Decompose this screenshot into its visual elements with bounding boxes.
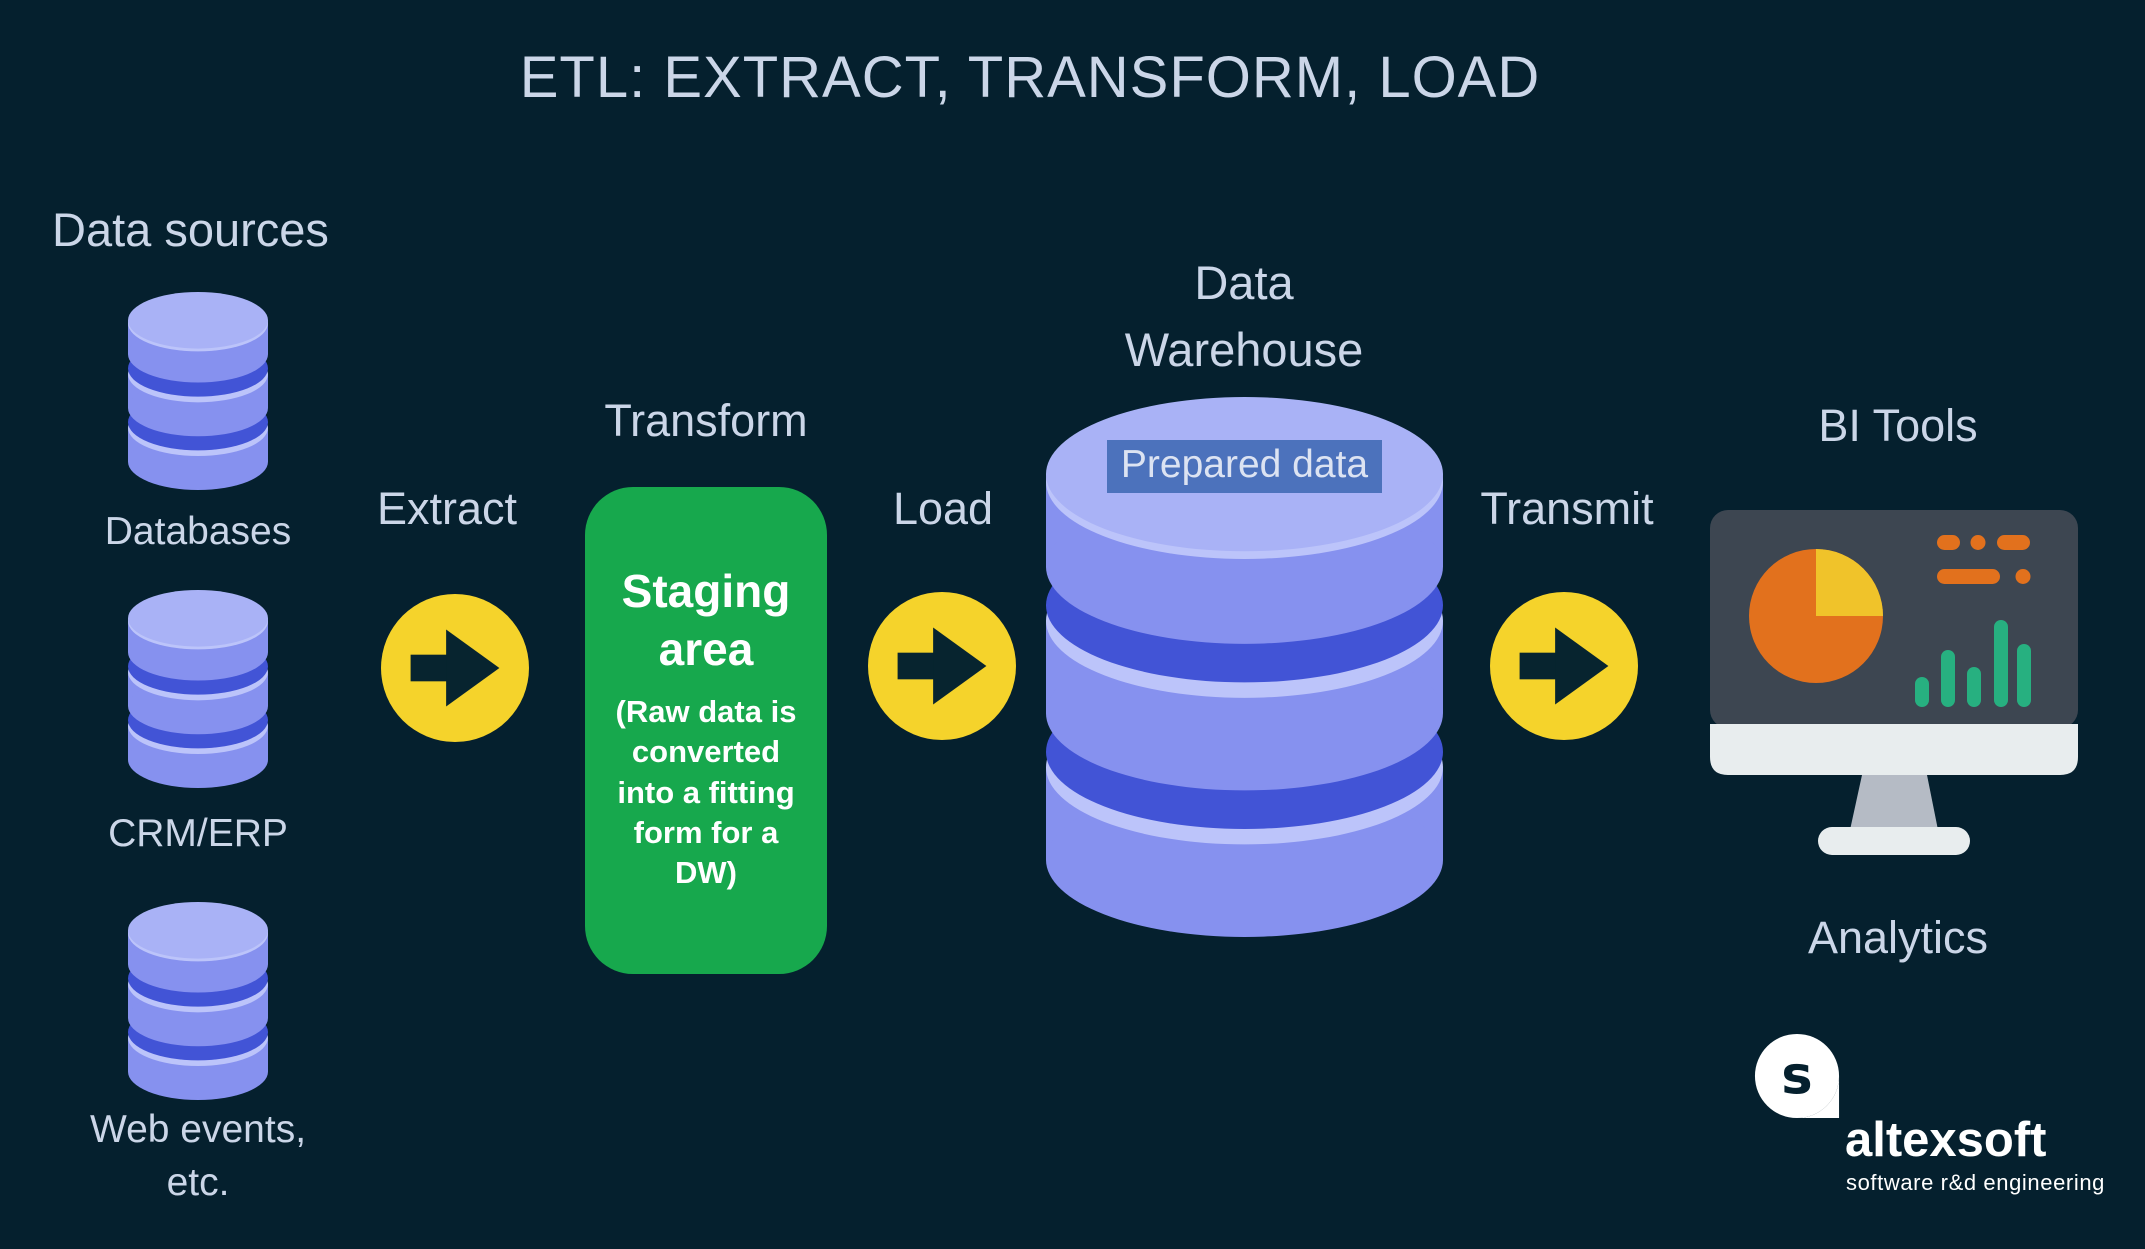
dashboard-dashes-icon xyxy=(1937,535,2031,584)
brand-name: altexsoft xyxy=(1845,1113,2047,1167)
analytics-label: Analytics xyxy=(1807,912,1989,963)
warehouse-title: Data Warehouse xyxy=(1124,256,1364,376)
pie-chart-icon xyxy=(1749,549,1883,683)
monitor-base xyxy=(1818,827,1970,855)
transform-label: Transform xyxy=(604,395,808,446)
transmit-label: Transmit xyxy=(1480,483,1654,534)
data-sources-heading: Data sources xyxy=(52,203,329,256)
bi-tools-label: BI Tools xyxy=(1818,400,1978,451)
prepared-data-badge: Prepared data xyxy=(1106,440,1383,493)
monitor-stand xyxy=(1850,775,1938,830)
load-arrow-icon xyxy=(868,592,1016,740)
staging-area-note: (Raw data is converted into a fitting fo… xyxy=(615,694,797,891)
brand-tagline: software r&d engineering xyxy=(1846,1170,2105,1195)
extract-label: Extract xyxy=(376,483,518,534)
crm-erp-label: CRM/ERP xyxy=(108,812,288,855)
logo-s-glyph: s xyxy=(1781,1046,1812,1107)
staging-area-box: Staging area (Raw data is converted into… xyxy=(585,487,827,974)
web-events-label: Web events, etc. xyxy=(89,1108,307,1204)
bi-monitor-icon xyxy=(1710,510,2078,855)
crm-erp-icon xyxy=(128,590,268,788)
monitor-bezel xyxy=(1710,724,2078,775)
transmit-arrow-icon xyxy=(1490,592,1638,740)
web-events-icon xyxy=(128,902,268,1100)
staging-area-title: Staging area xyxy=(621,565,791,675)
load-label: Load xyxy=(892,483,994,534)
altexsoft-logo-icon: s xyxy=(1754,1033,1840,1119)
databases-icon xyxy=(128,292,268,490)
bar-chart-icon xyxy=(1915,620,2031,707)
extract-arrow-icon xyxy=(381,594,529,742)
databases-label: Databases xyxy=(104,510,292,553)
page-title: ETL: EXTRACT, TRANSFORM, LOAD xyxy=(519,45,1541,110)
